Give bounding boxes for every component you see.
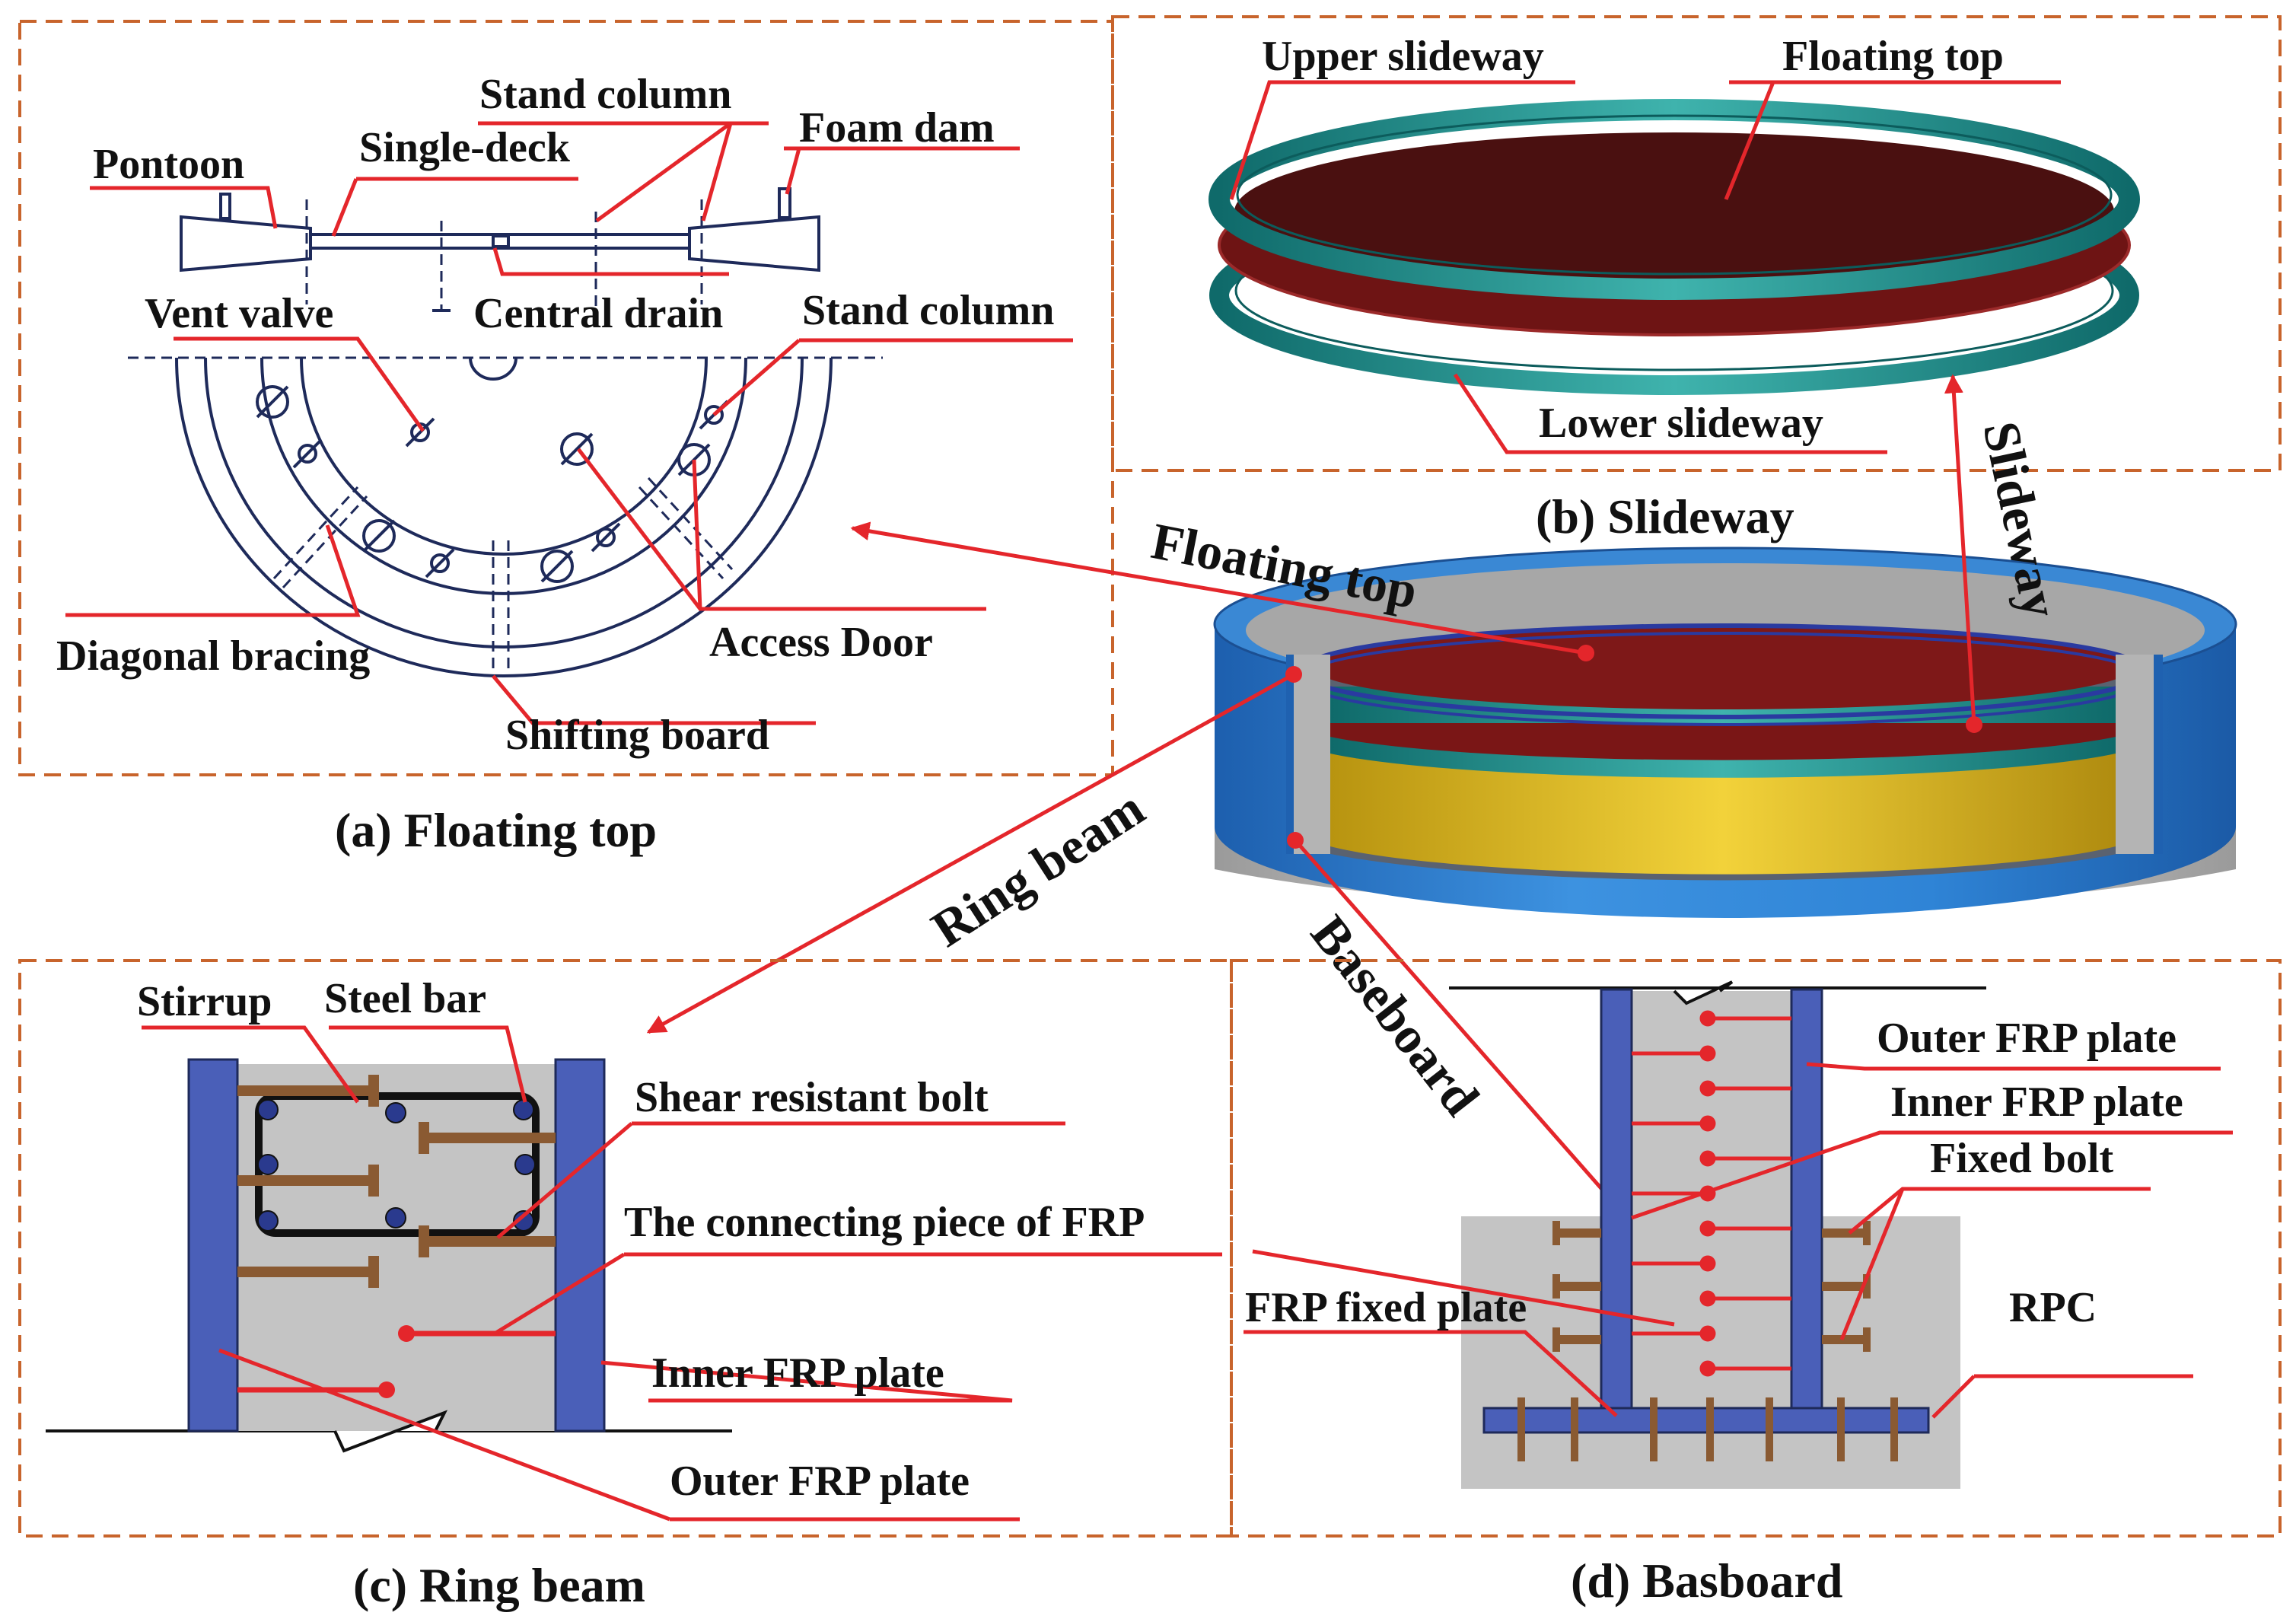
bracing-right-2 (647, 476, 734, 571)
label-pontoon: Pontoon (93, 141, 244, 188)
upper-slideway-ring (1209, 99, 2140, 300)
label-frp-fixed-plate: FRP fixed plate (1245, 1284, 1527, 1331)
panel-a-floating-top: Pontoon Single-deck Stand column Foam da… (18, 20, 1114, 776)
bracing-right-1 (638, 486, 724, 580)
panel-c-leaders (142, 1025, 1222, 1522)
panel-c-ring-beam: Stirrup Steel bar Shear resistant bolt T… (18, 959, 1233, 1538)
tank-wall-left-section (1294, 655, 1330, 854)
tank-floating-deck (1312, 624, 2134, 709)
label-outer-frp-d: Outer FRP plate (1877, 1015, 2177, 1062)
tank-3d-model (1213, 547, 2237, 918)
label-inner-frp-c: Inner FRP plate (651, 1350, 944, 1397)
outer-frp-plate-c (187, 1058, 239, 1432)
center-leaders (646, 374, 1976, 1219)
central-notch (469, 357, 517, 381)
tank-wall-left-edge (1286, 655, 1294, 854)
label-steel-bar: Steel bar (324, 975, 486, 1022)
foam-dam-right (778, 187, 791, 219)
panel-d-basboard: Outer FRP plate Inner FRP plate Fixed bo… (1230, 959, 2282, 1538)
panel-b-slideway: Upper slideway Floating top Lower slidew… (1111, 15, 2282, 472)
label-connecting-piece: The connecting piece of FRP (624, 1199, 1145, 1246)
caption-d: (d) Basboard (1571, 1553, 1842, 1608)
label-floating-top-b: Floating top (1782, 33, 2004, 80)
panel-b-leaders (1229, 80, 2061, 454)
caption-b: (b) Slideway (1536, 489, 1794, 543)
label-shifting-board: Shifting board (505, 712, 769, 759)
plan-ring-2 (204, 357, 804, 648)
caption-c: (c) Ring beam (353, 1558, 645, 1612)
pontoon-right (688, 215, 820, 272)
floating-top-disk (1234, 132, 2114, 291)
tank-baseboard (1330, 746, 2116, 875)
connecting-piece-1-head (398, 1325, 415, 1342)
label-fixed-bolt: Fixed bolt (1930, 1135, 2113, 1182)
central-drain-box (492, 234, 510, 248)
plan-ring-inner (300, 357, 708, 556)
connecting-piece-2-head (378, 1381, 395, 1398)
tank-red-band (1330, 723, 2116, 760)
label-stirrup: Stirrup (137, 978, 272, 1025)
plan-ring-3 (260, 357, 747, 595)
outer-frp-plate-d (1600, 988, 1633, 1410)
label-stand-column-top: Stand column (479, 71, 731, 118)
label-access-door: Access Door (709, 619, 933, 666)
pontoon-left (180, 215, 312, 272)
steel-bar-icon (257, 1099, 536, 1232)
label-stand-column-right: Stand column (802, 287, 1054, 334)
label-upper-slideway: Upper slideway (1262, 33, 1544, 80)
shear-bolt-icon (237, 1075, 556, 1288)
tank-wall-right-section (2116, 655, 2154, 854)
vent-valve-icon (292, 400, 729, 578)
connecting-piece-icon (1632, 1010, 1791, 1377)
inner-frp-plate-c (554, 1058, 606, 1432)
fixed-bolt-icon (1517, 1221, 1898, 1461)
label-lower-slideway: Lower slideway (1539, 400, 1823, 447)
floating-top-section (180, 187, 820, 312)
caption-a: (a) Floating top (335, 803, 657, 857)
label-foam-dam: Foam dam (799, 104, 995, 151)
bracing-left-1 (272, 486, 359, 580)
inner-frp-plate-d (1790, 988, 1823, 1410)
label-rpc: RPC (2009, 1284, 2097, 1331)
label-single-deck: Single-deck (359, 124, 571, 171)
panel-c-border (18, 959, 1233, 1538)
panel-d-leaders (1244, 1062, 2233, 1419)
ring-beam-concrete (236, 1064, 560, 1431)
label-outer-frp-c: Outer FRP plate (670, 1458, 970, 1505)
label-inner-frp-d: Inner FRP plate (1890, 1079, 2183, 1126)
panel-a-leaders (65, 121, 1073, 725)
break-mark (333, 1410, 448, 1453)
foam-dam-left (219, 193, 231, 220)
panel-a-border (18, 20, 1114, 776)
bracing-left-2 (282, 495, 368, 589)
label-vent-valve: Vent valve (145, 290, 333, 337)
panel-d-border (1230, 959, 2282, 1538)
panel-b-border (1111, 15, 2282, 472)
slideway-rings (1209, 99, 2140, 395)
plan-ring-outer (175, 357, 833, 677)
upper-slideway-inner (1236, 114, 2113, 276)
label-center-baseboard: Baseboard (1300, 904, 1491, 1126)
label-diagonal-bracing: Diagonal bracing (56, 633, 370, 680)
tank-wall-right-edge (2154, 655, 2163, 854)
label-center-ring-beam: Ring beam (922, 779, 1154, 958)
break-mark-d (1673, 980, 1734, 1005)
label-central-drain: Central drain (473, 290, 723, 337)
label-shear-bolt: Shear resistant bolt (635, 1074, 989, 1121)
floating-top-plan (128, 356, 883, 677)
